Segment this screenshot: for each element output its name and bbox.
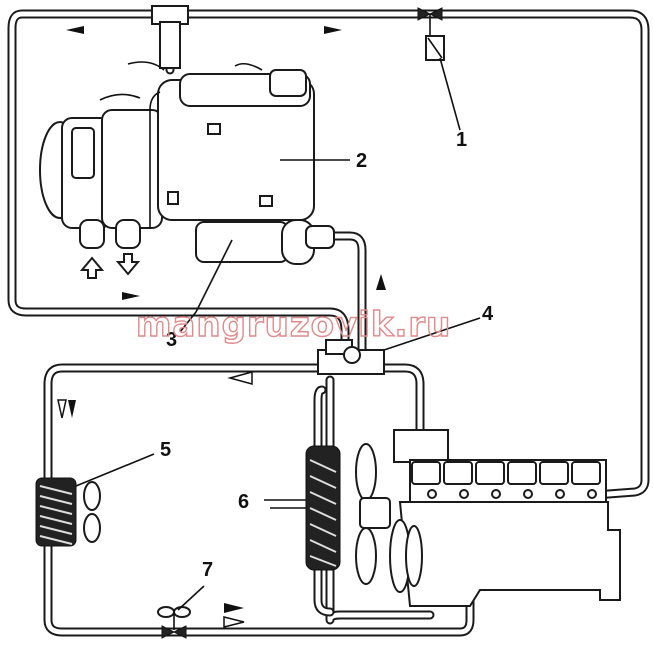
callout-labels: 1 2 3 4 5 6 7 [160,129,494,581]
flow-arrow-left-icon [227,371,253,385]
tee-fitting [151,5,189,69]
flow-arrow-up-icon [376,274,386,290]
component-6-engine-radiator [270,443,391,585]
component-3-circulation-pump [179,219,335,333]
flow-arrow-right-icon [122,292,140,300]
callout-7: 7 [202,559,213,581]
callout-1: 1 [456,129,467,151]
upper-heater-loop-pipe [7,9,650,500]
flow-arrow-down-icon [68,400,76,418]
component-1-valve [417,7,445,61]
component-5-cab-heater [35,453,155,547]
flow-arrow-left-icon [66,26,84,34]
callout-4: 4 [482,303,494,325]
flow-arrows [57,26,386,628]
lower-circuit-pipe [43,363,475,637]
callout-6: 6 [238,491,249,513]
callout-2: 2 [356,150,367,172]
engine-block [389,429,621,607]
flow-arrow-down-icon [57,399,67,419]
flow-arrow-right-icon [224,603,244,613]
callout-5: 5 [160,439,171,461]
watermark-text: mangruzovik.ru [136,305,451,345]
flow-arrow-right-icon [223,616,245,628]
component-2-preheater [39,61,315,279]
callout-3: 3 [166,329,177,351]
component-4-junction [317,317,481,375]
leader-lines [264,57,461,501]
flow-arrow-right-icon [324,26,342,34]
component-7-valve [157,585,205,639]
